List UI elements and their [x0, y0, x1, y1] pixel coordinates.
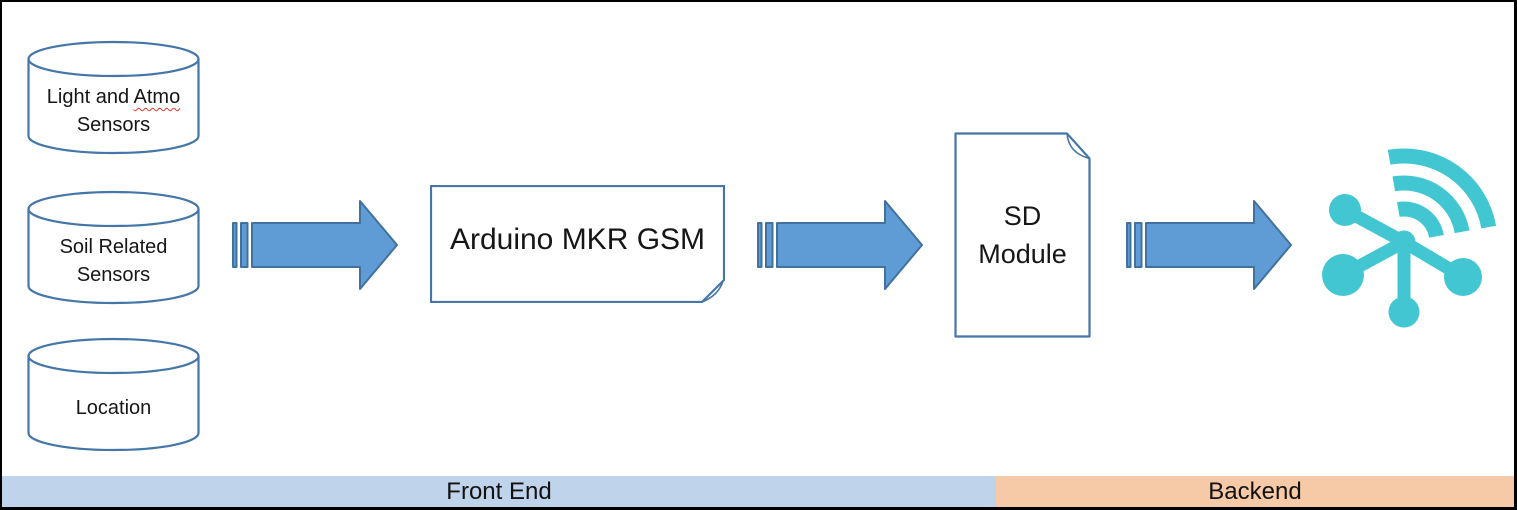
backend-bar: Backend: [996, 476, 1514, 507]
card-shape-icon: [954, 132, 1091, 338]
cylinder-location: Location: [27, 337, 200, 452]
sd-label-line2: Module: [978, 239, 1067, 269]
sd-module-card: SD Module: [954, 132, 1091, 338]
arrow-arduino-to-sd: [757, 200, 923, 290]
backend-label: Backend: [1208, 477, 1302, 505]
cylinder-label-line1: Location: [76, 394, 152, 422]
cylinder-label: Location: [27, 372, 200, 444]
cylinder-label-line1: Soil Related: [60, 233, 168, 261]
cylinder-shape-icon: [27, 337, 200, 452]
striped-arrow-icon: [757, 200, 923, 290]
cylinder-label: Soil Related Sensors: [27, 225, 200, 297]
cylinder-label-line1: Light and Atmo: [47, 83, 180, 111]
label-misspelled-word: Atmo: [133, 86, 181, 108]
arrow-sd-to-cloud: [1126, 200, 1292, 290]
cylinder-light-atmo-sensors: Light and Atmo Sensors: [27, 40, 200, 155]
process-box-arduino: Arduino MKR GSM: [430, 185, 725, 303]
cylinder-label-line2: Sensors: [76, 114, 151, 136]
label-text: Light and: [46, 86, 130, 108]
sd-label-line1: SD: [1003, 201, 1042, 231]
cylinder-label-line2: Sensors: [76, 264, 151, 286]
striped-arrow-icon: [232, 200, 398, 290]
thingspeak-iot-icon: [1322, 148, 1497, 328]
arrow-sensors-to-arduino: [232, 200, 398, 290]
striped-arrow-icon: [1126, 200, 1292, 290]
arduino-label: Arduino MKR GSM: [449, 223, 706, 256]
folded-corner-box-icon: [430, 185, 725, 303]
sd-module-label: SD Module: [954, 132, 1091, 338]
label-text: Soil Related: [59, 236, 168, 258]
cylinder-label: Light and Atmo Sensors: [27, 75, 200, 147]
frontend-bar: Front End: [2, 476, 996, 507]
frontend-label: Front End: [446, 477, 552, 505]
label-text: Location: [75, 397, 152, 419]
cylinder-shape-icon: [27, 40, 200, 155]
cylinder-shape-icon: [27, 190, 200, 305]
thingspeak-icon: [1316, 138, 1506, 338]
cylinder-soil-sensors: Soil Related Sensors: [27, 190, 200, 305]
